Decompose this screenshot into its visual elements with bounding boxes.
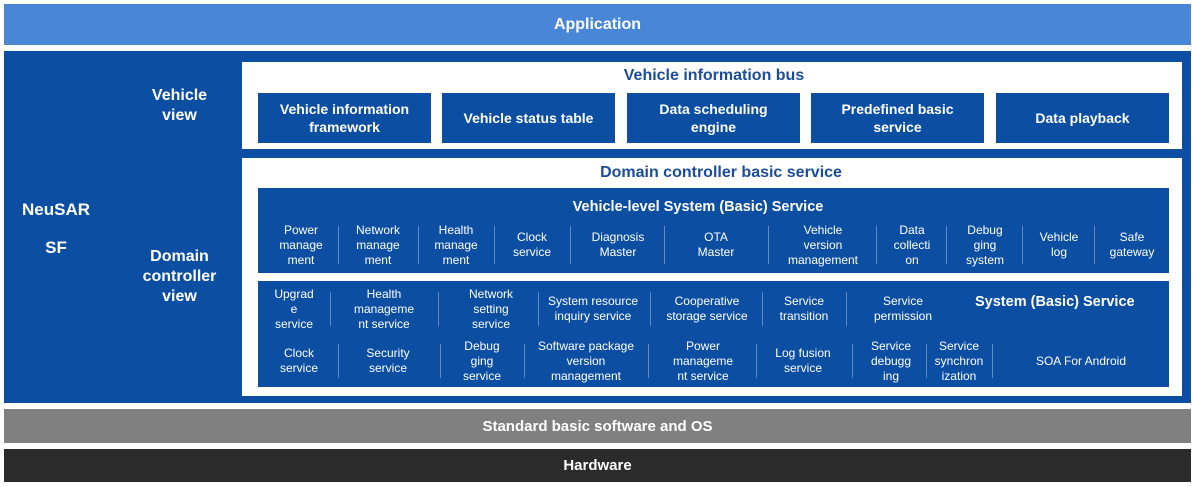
vehicle-level-item: Debug ging system bbox=[965, 222, 1004, 267]
system-service-item: SOA For Android bbox=[1035, 353, 1127, 368]
system-service-item: Service debugg ing bbox=[870, 338, 912, 383]
vehicle-level-item: Power manage ment bbox=[279, 222, 323, 267]
separator bbox=[926, 344, 927, 378]
separator bbox=[418, 226, 419, 264]
standard-software-os-layer: Standard basic software and OS bbox=[4, 409, 1191, 443]
vehicle-level-item: Vehicle version management bbox=[787, 222, 859, 267]
separator bbox=[440, 344, 441, 378]
system-service-item: Network setting service bbox=[468, 286, 513, 331]
system-service-item: Service transition bbox=[779, 294, 829, 323]
system-service-item: Power manageme nt service bbox=[672, 338, 734, 383]
separator bbox=[762, 292, 763, 326]
vehicle-level-service-title: Vehicle-level System (Basic) Service bbox=[572, 199, 824, 215]
separator bbox=[648, 344, 649, 378]
system-service-item: Upgrad e service bbox=[274, 286, 314, 331]
vehicle-card: Predefined basic service bbox=[811, 93, 984, 143]
system-service-item: Health manageme nt service bbox=[353, 286, 415, 331]
vehicle-card: Vehicle information framework bbox=[258, 93, 431, 143]
system-service-item: Clock service bbox=[279, 346, 318, 375]
separator bbox=[338, 344, 339, 378]
vehicle-level-item: Data collecti on bbox=[893, 222, 931, 267]
separator bbox=[338, 226, 339, 264]
neusar-label-line1: NeuSAR bbox=[21, 200, 90, 219]
vehicle-card: Vehicle status table bbox=[442, 93, 615, 143]
vehicle-card: Data scheduling engine bbox=[627, 93, 800, 143]
vehicle-level-item: Network manage ment bbox=[355, 222, 400, 267]
separator bbox=[1022, 226, 1023, 264]
system-service-item: Service synchron ization bbox=[934, 338, 984, 383]
separator bbox=[946, 226, 947, 264]
system-basic-service-title: System (Basic) Service bbox=[975, 294, 1135, 310]
application-layer: Application bbox=[4, 4, 1191, 45]
neusar-label-line2: SF bbox=[45, 238, 67, 257]
separator bbox=[852, 344, 853, 378]
vehicle-level-item: Clock service bbox=[512, 230, 551, 259]
separator bbox=[992, 344, 993, 378]
domain-controller-view-label: Domain controller view bbox=[117, 158, 242, 396]
separator bbox=[494, 226, 495, 264]
vehicle-level-service-box bbox=[258, 188, 1169, 273]
vehicle-level-item: Diagnosis Master bbox=[591, 230, 645, 259]
system-basic-service-box bbox=[258, 281, 1169, 387]
vehicle-level-item: Vehicle log bbox=[1039, 230, 1079, 259]
system-service-item: System resource inquiry service bbox=[547, 294, 639, 323]
hardware-layer: Hardware bbox=[4, 449, 1191, 482]
separator bbox=[768, 226, 769, 264]
domain-controller-title: Domain controller basic service bbox=[600, 164, 842, 181]
vehicle-card: Data playback bbox=[996, 93, 1169, 143]
separator bbox=[524, 344, 525, 378]
vehicle-level-item: Health manage ment bbox=[434, 222, 478, 267]
vehicle-view-label: Vehicle view bbox=[117, 62, 242, 149]
separator bbox=[570, 226, 571, 264]
neusar-label: NeuSAR SF bbox=[4, 190, 108, 268]
separator bbox=[846, 292, 847, 326]
system-service-item: Security service bbox=[366, 346, 410, 375]
separator bbox=[538, 292, 539, 326]
system-service-item: Debug ging service bbox=[462, 338, 501, 383]
vehicle-information-bus-title: Vehicle information bus bbox=[623, 67, 805, 84]
system-service-item: Cooperative storage service bbox=[666, 294, 748, 323]
separator bbox=[650, 292, 651, 326]
system-service-item: Software package version management bbox=[537, 338, 635, 383]
separator bbox=[756, 344, 757, 378]
system-service-item: Log fusion service bbox=[775, 346, 831, 375]
separator bbox=[664, 226, 665, 264]
separator bbox=[438, 292, 439, 326]
system-service-item: Service permission bbox=[873, 294, 933, 323]
separator bbox=[1094, 226, 1095, 264]
vehicle-level-item: Safe gateway bbox=[1109, 230, 1155, 259]
separator bbox=[876, 226, 877, 264]
vehicle-level-item: OTA Master bbox=[697, 230, 735, 259]
separator bbox=[330, 292, 331, 326]
